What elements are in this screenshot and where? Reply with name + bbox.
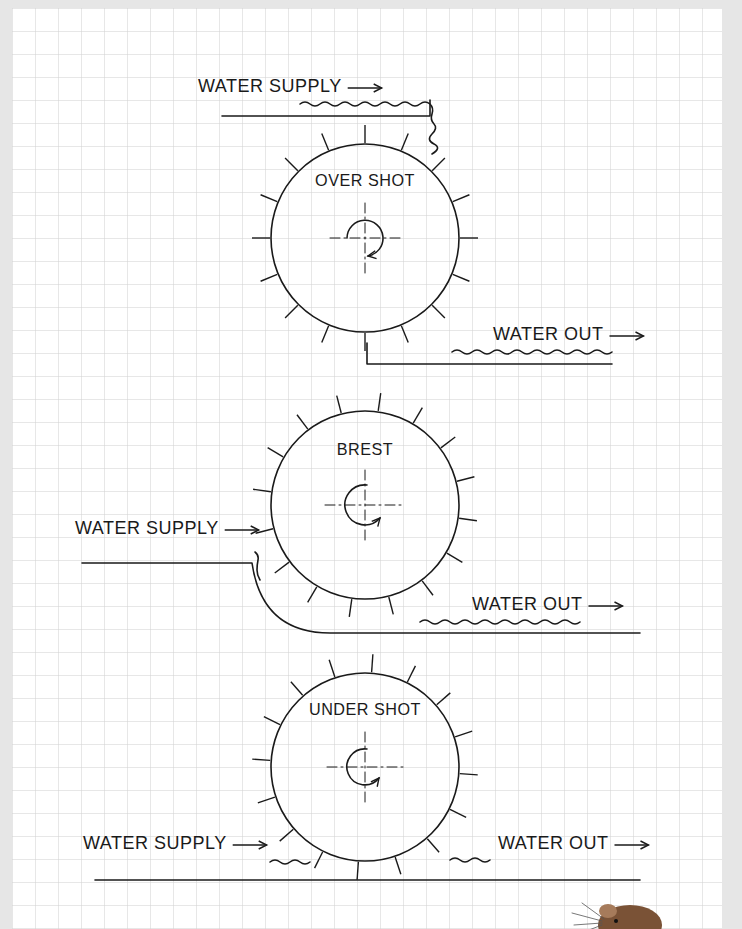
wheel-paddle xyxy=(275,562,289,573)
water-surface xyxy=(420,620,580,624)
water-surface xyxy=(270,860,310,864)
wheel-paddle xyxy=(258,797,275,803)
water-surface xyxy=(300,102,438,154)
wheel-outline xyxy=(270,410,460,600)
wheel-paddle xyxy=(378,393,381,411)
flow-arrow xyxy=(615,844,649,845)
paper-sheet xyxy=(12,8,722,929)
wheel-paddle xyxy=(285,305,298,318)
water-wheel: BREST xyxy=(270,410,460,600)
wheel-rim xyxy=(271,144,459,332)
rotation-arrow xyxy=(325,470,405,540)
wheel-paddle xyxy=(422,581,433,595)
wheel-paddle xyxy=(432,158,445,171)
wheel-paddle xyxy=(460,237,478,238)
wheel-paddle xyxy=(401,134,408,151)
wheel-paddle xyxy=(280,829,294,841)
water-surface xyxy=(452,350,612,354)
flow-arrow xyxy=(225,529,259,530)
flow-label: WATER SUPPLY xyxy=(198,76,342,97)
wheel-paddle xyxy=(437,693,451,705)
flow-label: WATER OUT xyxy=(498,833,609,854)
rotation-arrow xyxy=(330,203,400,273)
water-wheel: UNDER SHOT xyxy=(270,672,460,862)
stream-bed xyxy=(95,879,640,881)
wheel-type-name: BREST xyxy=(270,440,460,459)
flow-arrow xyxy=(610,335,644,336)
grid-lines xyxy=(12,8,722,929)
flow-label: WATER SUPPLY xyxy=(83,833,227,854)
wheel-paddle xyxy=(441,437,455,448)
wheel-paddle xyxy=(322,326,329,343)
flow-label: WATER OUT xyxy=(472,594,583,615)
wheel-paddle xyxy=(349,599,352,617)
wheel-paddle xyxy=(432,305,445,318)
rotation-arrow xyxy=(327,732,403,802)
flow-arrow xyxy=(348,87,382,88)
wheel-paddle xyxy=(261,274,278,281)
wheel-paddle xyxy=(252,237,270,238)
wheel-paddle xyxy=(264,717,280,725)
wheel-paddle xyxy=(337,396,342,413)
flow-arrow xyxy=(589,605,623,606)
flow-label: WATER SUPPLY xyxy=(75,518,219,539)
water-wheel: OVER SHOT xyxy=(270,143,460,333)
water-surface xyxy=(450,858,490,862)
flow-arrow xyxy=(233,844,267,845)
wheel-paddle xyxy=(455,731,472,737)
wheel-paddle xyxy=(427,839,439,853)
wheel-paddle xyxy=(389,597,394,614)
wheel-paddle xyxy=(364,125,365,143)
wheel-paddle xyxy=(407,666,415,682)
breast-channel xyxy=(82,563,640,633)
wheel-paddle xyxy=(447,553,463,562)
wheel-paddle xyxy=(413,408,422,424)
wheel-paddle xyxy=(459,518,477,521)
wheel-paddle xyxy=(357,862,358,880)
wheel-paddle xyxy=(322,134,329,151)
wheel-paddle xyxy=(329,660,335,677)
wheel-paddle xyxy=(253,489,271,492)
wheel-paddle xyxy=(453,274,470,281)
wheel-paddle xyxy=(453,195,470,202)
wheel-paddle xyxy=(291,682,303,696)
wheel-paddle xyxy=(285,158,298,171)
mouse-picture xyxy=(572,903,662,929)
flow-label: WATER OUT xyxy=(493,324,604,345)
wheel-paddle xyxy=(460,774,478,775)
tail-race xyxy=(367,343,612,364)
wheel-paddle xyxy=(261,195,278,202)
wheel-type-name: OVER SHOT xyxy=(270,171,460,190)
wheel-paddle xyxy=(297,415,308,429)
wheel-paddle xyxy=(450,809,466,817)
water-surface xyxy=(255,552,260,580)
wheel-paddle xyxy=(308,587,317,603)
wheel-paddle xyxy=(315,852,323,868)
wheel-type-name: UNDER SHOT xyxy=(270,700,460,719)
wheel-rim xyxy=(271,673,459,861)
wheel-paddle xyxy=(252,759,270,760)
wheel-paddle xyxy=(364,333,365,351)
wheel-paddle xyxy=(457,477,474,482)
wheel-paddle xyxy=(372,654,373,672)
wheel-rim xyxy=(271,411,459,599)
wheel-paddle xyxy=(268,448,284,457)
wheel-paddle xyxy=(401,326,408,343)
wheel-paddle xyxy=(395,857,401,874)
